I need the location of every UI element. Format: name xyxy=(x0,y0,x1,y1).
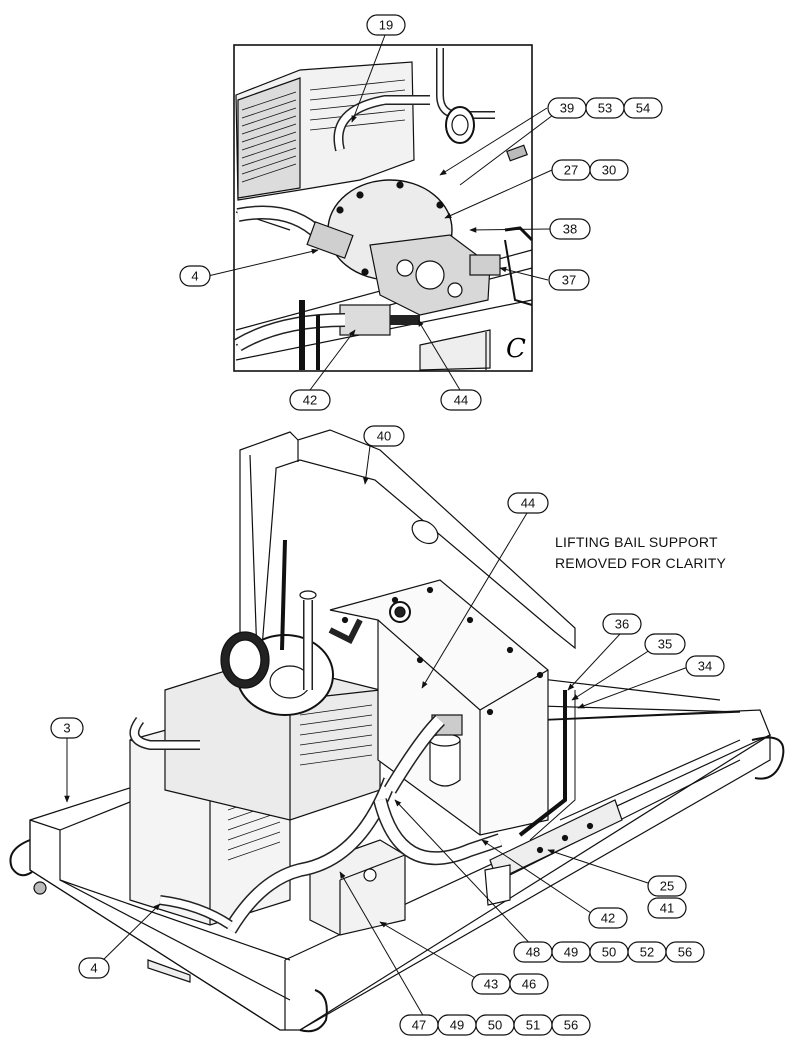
svg-text:56: 56 xyxy=(678,945,692,960)
callout-35: 35 xyxy=(644,633,686,655)
svg-text:41: 41 xyxy=(660,901,674,916)
callout-47: 47 xyxy=(399,1014,439,1036)
svg-text:35: 35 xyxy=(658,637,672,652)
svg-text:50: 50 xyxy=(602,945,616,960)
svg-text:36: 36 xyxy=(615,617,629,632)
callout-54: 54 xyxy=(623,97,663,119)
callout-41: 41 xyxy=(647,897,687,919)
svg-text:52: 52 xyxy=(640,945,654,960)
callout-44-detail: 44 xyxy=(440,389,482,411)
callout-56-a: 56 xyxy=(665,941,705,963)
svg-text:43: 43 xyxy=(484,977,498,992)
callout-48: 48 xyxy=(513,941,553,963)
callout-50-a: 50 xyxy=(589,941,629,963)
svg-text:4: 4 xyxy=(191,269,198,284)
callout-52: 52 xyxy=(627,941,667,963)
svg-text:49: 49 xyxy=(450,1018,464,1033)
svg-text:46: 46 xyxy=(522,977,536,992)
svg-text:44: 44 xyxy=(454,393,468,408)
svg-text:30: 30 xyxy=(602,163,616,178)
callout-43: 43 xyxy=(471,973,511,995)
callout-34: 34 xyxy=(685,655,725,677)
clarity-note-line-1: LIFTING BAIL SUPPORT xyxy=(555,534,718,550)
callout-46: 46 xyxy=(509,973,549,995)
svg-text:19: 19 xyxy=(379,18,393,33)
svg-text:44: 44 xyxy=(521,496,535,511)
clarity-note-line-2: REMOVED FOR CLARITY xyxy=(555,555,727,571)
callout-42-main: 42 xyxy=(588,907,628,929)
svg-text:56: 56 xyxy=(564,1018,578,1033)
svg-text:47: 47 xyxy=(412,1018,426,1033)
main-assembly xyxy=(9,429,785,1033)
callout-19: 19 xyxy=(366,14,406,36)
svg-text:37: 37 xyxy=(562,273,576,288)
callout-39: 39 xyxy=(547,97,587,119)
leader-lines xyxy=(64,34,689,1025)
svg-text:40: 40 xyxy=(377,429,391,444)
callout-51: 51 xyxy=(513,1014,553,1036)
callout-36: 36 xyxy=(602,613,642,635)
callout-42-detail: 42 xyxy=(289,389,331,411)
svg-text:42: 42 xyxy=(601,911,615,926)
svg-text:3: 3 xyxy=(63,721,70,736)
callout-53: 53 xyxy=(585,97,625,119)
detail-view-c xyxy=(233,44,534,372)
svg-text:25: 25 xyxy=(660,879,674,894)
callout-50-b: 50 xyxy=(475,1014,515,1036)
callout-3: 3 xyxy=(50,717,84,739)
callout-27: 27 xyxy=(551,159,591,181)
callout-38: 38 xyxy=(549,218,591,240)
callout-40: 40 xyxy=(363,425,405,447)
callout-56-b: 56 xyxy=(551,1014,591,1036)
svg-text:48: 48 xyxy=(526,945,540,960)
callout-37: 37 xyxy=(548,269,590,291)
svg-text:39: 39 xyxy=(560,101,574,116)
callout-49-b: 49 xyxy=(437,1014,477,1036)
detail-view-mark: C xyxy=(506,334,526,364)
svg-text:54: 54 xyxy=(636,101,650,116)
svg-text:50: 50 xyxy=(488,1018,502,1033)
svg-text:27: 27 xyxy=(564,163,578,178)
callout-4-main: 4 xyxy=(78,957,110,979)
svg-text:49: 49 xyxy=(564,945,578,960)
svg-text:34: 34 xyxy=(698,659,712,674)
callout-25: 25 xyxy=(647,875,687,897)
svg-text:42: 42 xyxy=(303,393,317,408)
callout-30: 30 xyxy=(589,159,629,181)
svg-text:51: 51 xyxy=(526,1018,540,1033)
svg-text:4: 4 xyxy=(90,961,97,976)
callout-49-a: 49 xyxy=(551,941,591,963)
clarity-note: LIFTING BAIL SUPPORT REMOVED FOR CLARITY xyxy=(555,532,726,574)
svg-text:53: 53 xyxy=(598,101,612,116)
callout-4-detail: 4 xyxy=(179,265,211,287)
svg-text:38: 38 xyxy=(563,222,577,237)
callout-44-main: 44 xyxy=(507,492,549,514)
callouts: 19 39 53 54 27 30 38 37 4 42 44 40 44 3 … xyxy=(50,14,725,1036)
